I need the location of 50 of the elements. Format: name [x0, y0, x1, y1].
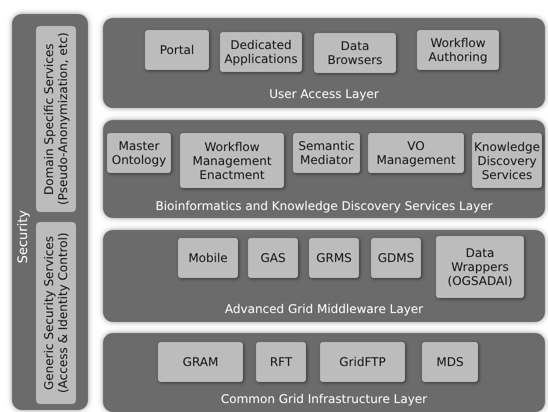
service-label: Domain Specific Services (Pseudo-Anonymization, etc) — [42, 32, 70, 208]
column-title: Security — [16, 210, 31, 264]
component-box — [145, 30, 209, 70]
component-label: Semantic Mediator — [297, 139, 356, 167]
layer-panel — [103, 18, 545, 108]
component-label: VO Management — [375, 139, 457, 167]
component-box — [320, 342, 405, 382]
component-box — [178, 238, 238, 278]
layer-title: Advanced Grid Middleware Layer — [224, 302, 424, 316]
component-box — [422, 342, 478, 382]
security-column — [12, 14, 88, 410]
component-label: GRMS — [316, 251, 352, 265]
layer-panel — [103, 333, 545, 412]
component-label: Workflow Management Enactment — [191, 140, 273, 182]
component-box — [256, 342, 306, 382]
service-box — [36, 26, 76, 212]
component-box — [417, 30, 499, 70]
layer-title: User Access Layer — [269, 87, 379, 101]
service-box — [36, 222, 76, 404]
component-label: Mobile — [188, 251, 228, 265]
component-label: Data Browsers — [326, 39, 384, 67]
component-label: GAS — [260, 251, 286, 265]
component-box — [314, 33, 396, 73]
component-box — [368, 133, 464, 173]
layer-panel — [103, 120, 545, 218]
layer-title: Common Grid Infrastructure Layer — [220, 392, 428, 406]
component-box — [248, 238, 298, 278]
component-box — [158, 342, 243, 382]
component-box — [309, 238, 359, 278]
component-label: MDS — [436, 355, 464, 369]
service-label: Generic Security Services (Access & Identity Control) — [42, 232, 70, 396]
component-box — [436, 236, 524, 298]
component-label: Data Wrappers (OGSADAI) — [446, 246, 514, 288]
component-box — [220, 32, 302, 72]
component-box — [371, 238, 421, 278]
component-box — [293, 133, 360, 173]
component-box — [107, 133, 171, 173]
layer-panel — [103, 230, 545, 322]
component-label: RFT — [270, 355, 292, 369]
component-label: Workflow Authoring — [428, 36, 488, 64]
component-label: GRAM — [182, 355, 218, 369]
component-box — [180, 133, 284, 188]
component-label: Portal — [160, 43, 194, 57]
component-label: GridFTP — [339, 355, 386, 369]
component-label: Dedicated Applications — [223, 38, 299, 66]
component-label: Master Ontology — [110, 139, 168, 167]
layer-title: Bioinformatics and Knowledge Discovery Services Layer — [155, 199, 493, 213]
component-label: GDMS — [378, 251, 414, 265]
component-box — [472, 133, 542, 188]
component-label: Knowledge Discovery Services — [473, 140, 541, 182]
